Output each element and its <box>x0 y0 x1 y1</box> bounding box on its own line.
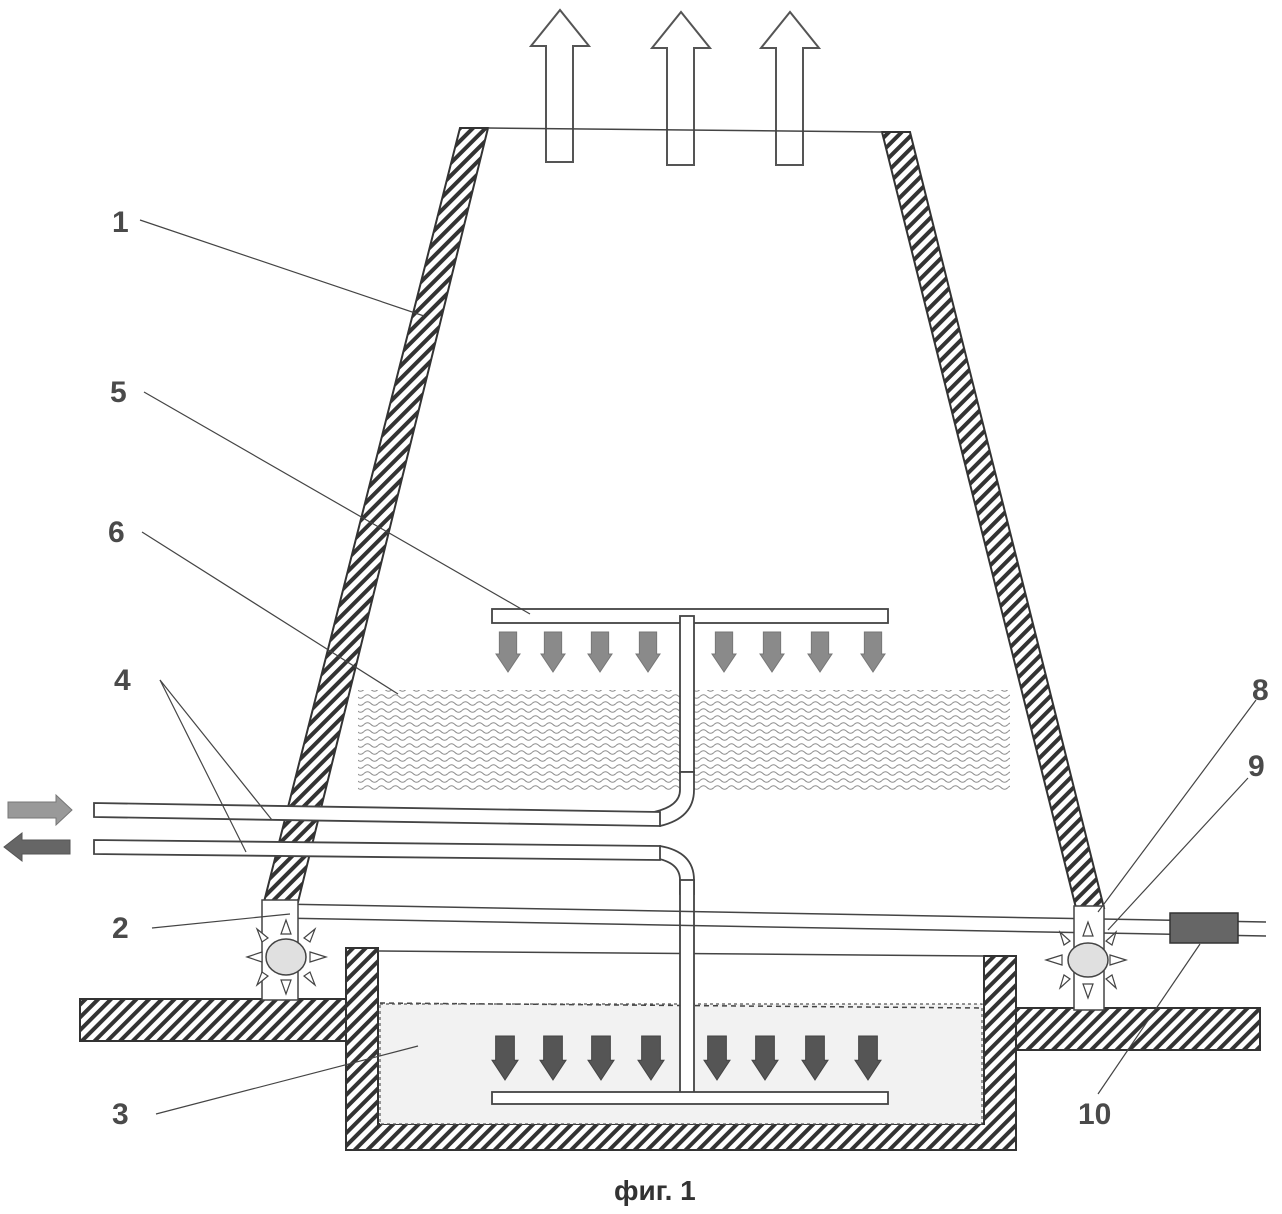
label-8: 8 <box>1252 674 1269 707</box>
inlet-pipe <box>94 803 660 826</box>
spray-arrow <box>636 632 660 672</box>
leader-1 <box>140 220 424 316</box>
tower-wall-right <box>882 132 1104 908</box>
burner-right <box>1046 906 1126 1010</box>
leader-4b <box>160 680 246 852</box>
spray-arrow <box>760 632 784 672</box>
riser-upper <box>680 616 694 772</box>
pipe-flow-arrows <box>4 795 72 861</box>
exhaust-arrow-1 <box>531 10 589 162</box>
leader-5 <box>144 392 530 614</box>
leader-8 <box>1098 700 1256 912</box>
spray-arrow <box>541 632 565 672</box>
inlet-flow-arrow <box>8 795 72 825</box>
exhaust-arrow-2 <box>652 12 710 165</box>
label-5: 5 <box>110 376 127 409</box>
label-2: 2 <box>112 912 129 945</box>
label-3: 3 <box>112 1098 129 1131</box>
burner-right-core <box>1068 943 1108 977</box>
gas-line-bottom <box>278 918 1266 936</box>
exhaust-arrows <box>531 10 819 165</box>
spray-arrow <box>496 632 520 672</box>
spray-arrow <box>861 632 885 672</box>
label-9: 9 <box>1248 750 1265 783</box>
label-4: 4 <box>114 664 131 697</box>
outlet-flow-arrow <box>4 833 70 861</box>
ground-left <box>80 999 348 1041</box>
outlet-pipe <box>94 840 660 860</box>
spray-arrow <box>712 632 736 672</box>
spray-arrow <box>808 632 832 672</box>
label-6: 6 <box>108 516 125 549</box>
leader-9 <box>1108 778 1248 930</box>
label-1: 1 <box>112 206 129 239</box>
figure-caption: фиг. 1 <box>614 1175 696 1206</box>
exhaust-arrow-3 <box>761 12 819 165</box>
label-10: 10 <box>1078 1098 1111 1131</box>
distribution-header-bottom <box>492 1092 888 1104</box>
ground-right <box>1016 1008 1260 1050</box>
burner-left <box>247 900 326 1000</box>
device-10 <box>1170 913 1238 943</box>
burner-left-core <box>266 939 306 975</box>
leader-4a <box>160 680 272 820</box>
spray-arrow <box>588 632 612 672</box>
